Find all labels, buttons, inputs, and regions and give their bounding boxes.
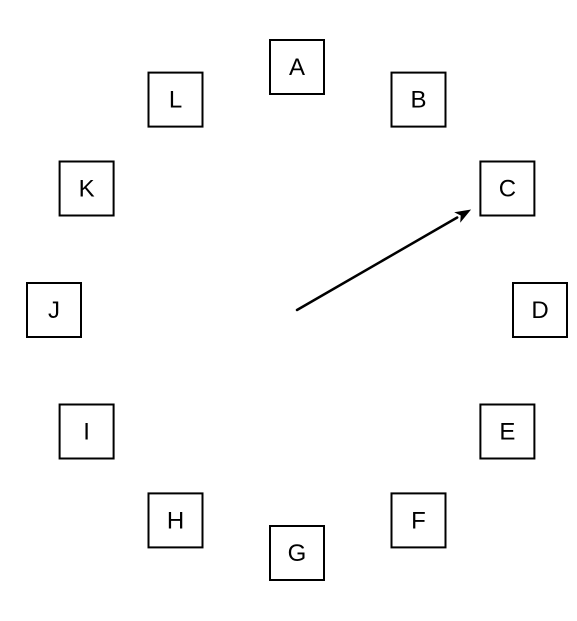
node-label: D [531,297,548,324]
node-box [479,160,536,217]
node-label: I [83,419,90,446]
node-g: G [269,525,325,581]
node-c: C [479,160,536,217]
node-label: C [499,176,516,203]
node-d: D [512,282,568,338]
node-i: I [58,403,115,460]
node-label: K [79,176,95,203]
node-box [147,71,204,128]
pointer-arrow [295,209,472,312]
node-box [58,403,115,460]
node-a: A [269,39,325,95]
node-box [479,403,536,460]
node-box [147,492,204,549]
node-b: B [390,71,447,128]
node-k: K [58,160,115,217]
node-label: H [167,507,184,534]
node-label: B [410,87,426,114]
node-h: H [147,492,204,549]
node-box [58,160,115,217]
node-box [390,71,447,128]
node-label: A [289,54,305,81]
node-label: F [411,507,426,534]
node-label: G [288,540,307,567]
node-e: E [479,403,536,460]
node-f: F [390,492,447,549]
node-l: L [147,71,204,128]
node-label: J [48,297,60,324]
nodes-layer: A B C D E F G H I J K L [26,39,568,581]
node-box [26,282,82,338]
pointer-arrowhead [454,209,472,223]
node-box [390,492,447,549]
node-label: E [499,419,515,446]
pointer-shaft [295,216,459,312]
node-box [269,525,325,581]
node-j: J [26,282,82,338]
node-label: L [169,87,182,114]
node-box [512,282,568,338]
node-box [269,39,325,95]
